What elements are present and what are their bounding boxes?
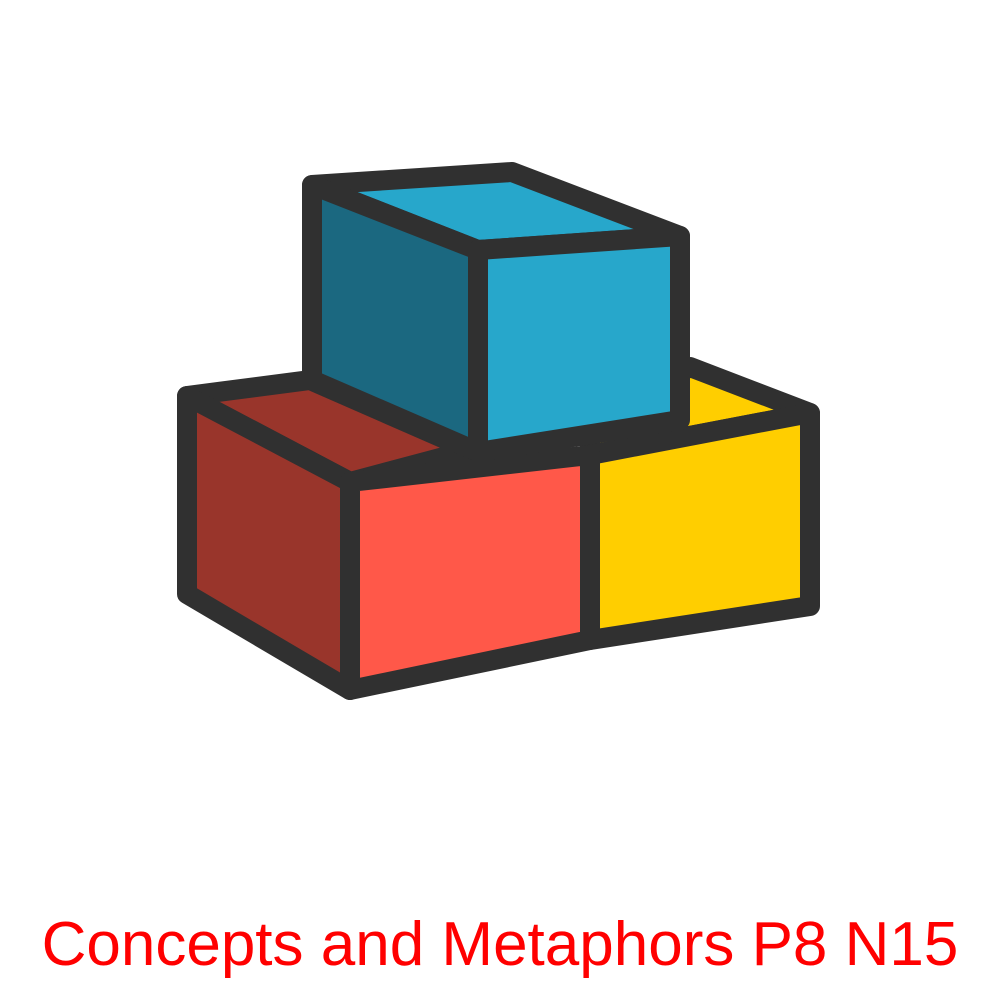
caption: Concepts and Metaphors P8 N15 — [41, 910, 959, 979]
yellow-block-front — [580, 403, 820, 650]
red-block-front — [340, 445, 600, 700]
blue-cube-front — [468, 226, 690, 462]
